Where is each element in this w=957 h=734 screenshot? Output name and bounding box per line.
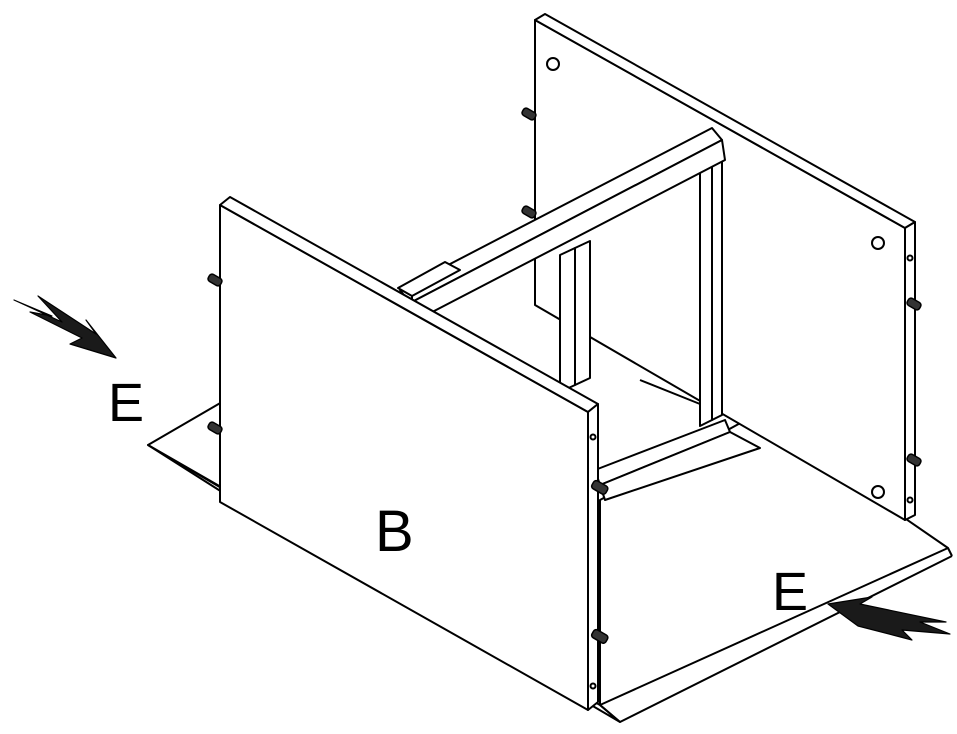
hole [906, 254, 914, 262]
dowel [590, 628, 609, 644]
dowel-pins [207, 107, 922, 644]
dowel [906, 453, 922, 467]
dowel [207, 421, 223, 435]
dowel [207, 273, 223, 287]
dowel [906, 297, 922, 311]
dowel [521, 205, 537, 219]
dowel [590, 479, 609, 495]
label-e-right: E [772, 562, 809, 622]
vertical-frame-posts [559, 157, 723, 427]
hole [906, 496, 914, 504]
hole [546, 57, 560, 71]
hole [589, 682, 597, 690]
hole [589, 433, 597, 441]
hole [871, 485, 885, 499]
label-b: B [375, 499, 414, 564]
arrow-left [13, 295, 117, 359]
arrow-right [827, 596, 951, 641]
top-cross-rail [397, 127, 726, 323]
hole [871, 236, 885, 250]
label-e-left: E [108, 373, 145, 433]
dowel [521, 107, 537, 121]
